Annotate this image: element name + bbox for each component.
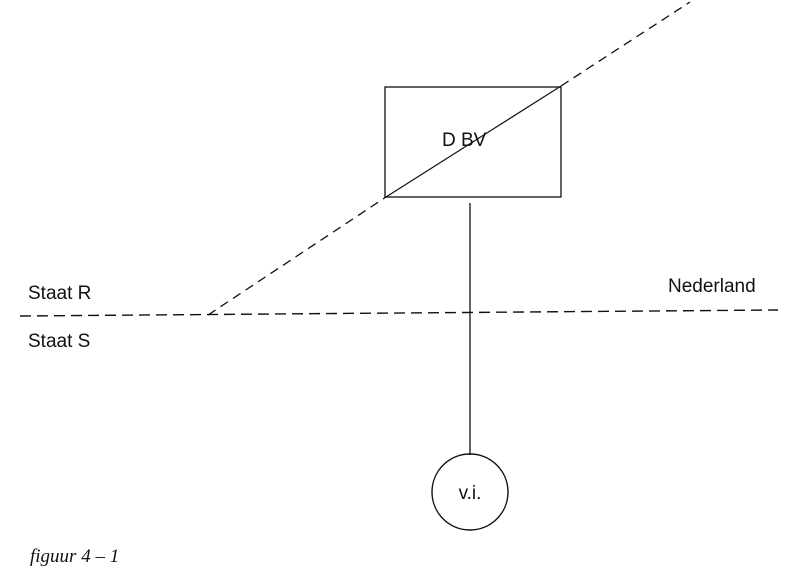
diagonal-border-upper-segment: [560, 1, 691, 87]
label-nederland: Nederland: [668, 276, 756, 297]
company-box: [384, 86, 562, 198]
label-staat-s: Staat S: [28, 331, 90, 352]
company-box-label: D BV: [442, 130, 487, 151]
diagonal-border-lower-segment: [207, 196, 387, 316]
diagonal-border-box-segment: [385, 85, 562, 198]
figure-caption: figuur 4 – 1: [30, 546, 119, 567]
circle-node-label: v.i.: [459, 483, 482, 504]
horizontal-border-line: [19, 309, 779, 317]
label-staat-r: Staat R: [28, 283, 91, 304]
circle-node: [431, 453, 509, 531]
